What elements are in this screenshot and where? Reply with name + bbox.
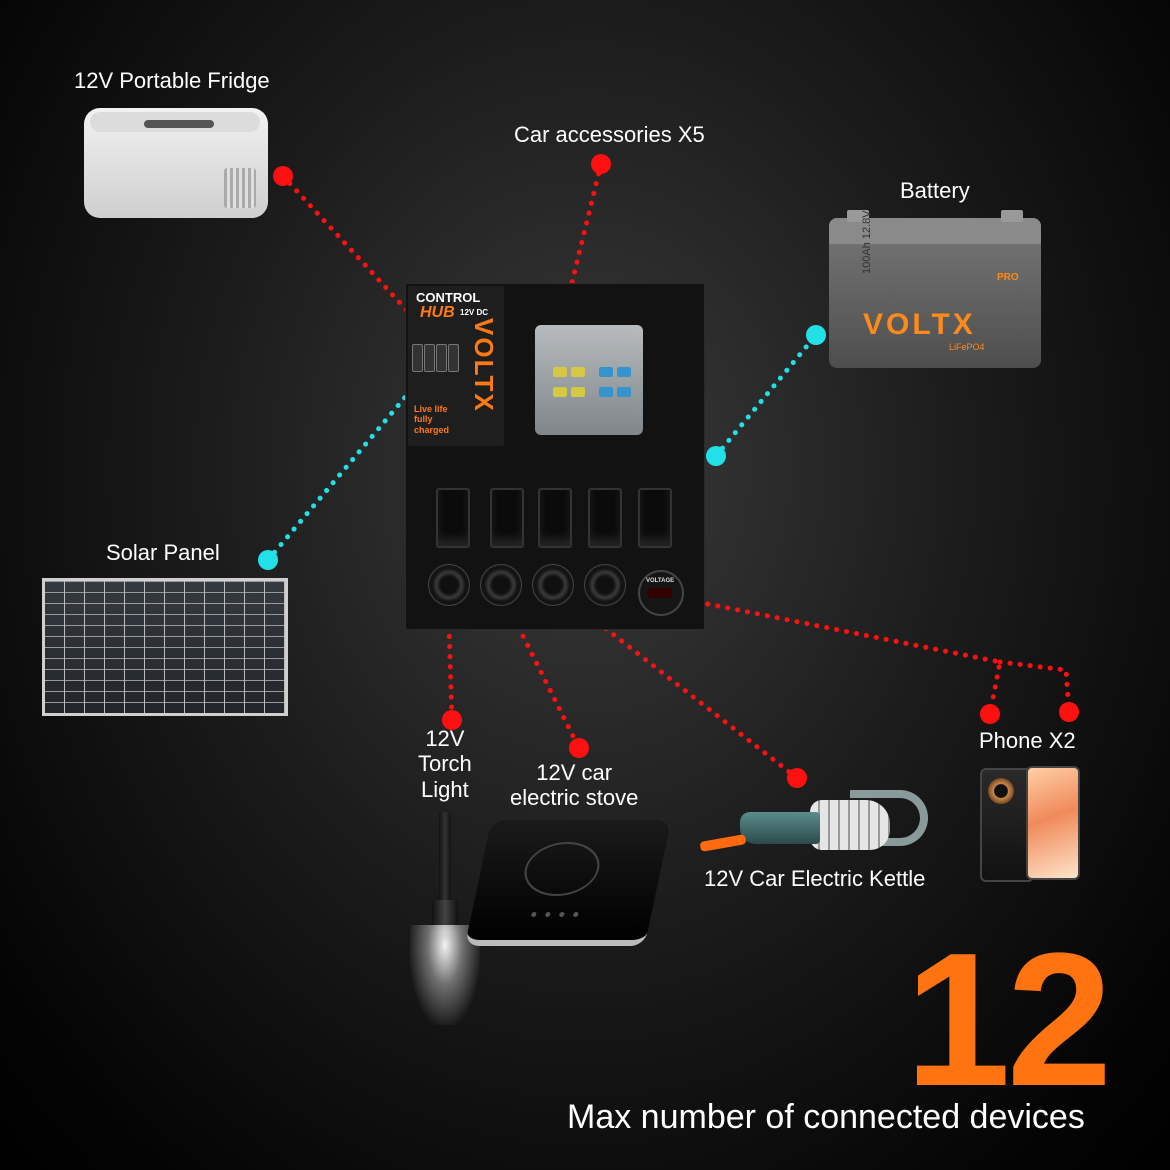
fuse — [553, 367, 567, 377]
fuse — [599, 367, 613, 377]
wire-battery — [713, 332, 819, 459]
stove-control — [558, 912, 565, 917]
torch-body — [439, 812, 451, 902]
kettle-handle — [850, 790, 928, 846]
phones-image — [980, 766, 1080, 882]
fuse — [553, 387, 567, 397]
usb-port — [448, 344, 459, 372]
label-torch-line: Torch — [418, 751, 472, 777]
fuse — [571, 367, 585, 377]
label-torch: 12V Torch Light — [418, 726, 472, 802]
dot-phone — [980, 704, 1000, 724]
electric-stove-image — [464, 820, 672, 946]
cigarette-socket[interactable] — [532, 564, 574, 606]
fuse — [571, 387, 585, 397]
tagline-line: Live life — [414, 404, 448, 414]
cigarette-socket[interactable] — [480, 564, 522, 606]
stove-control — [544, 912, 551, 917]
battery-brand: VOLTX — [863, 308, 976, 341]
fuse — [617, 387, 631, 397]
tagline-line: charged — [414, 424, 450, 435]
dot-battery — [806, 325, 826, 345]
rocker-switch[interactable] — [436, 488, 470, 548]
label-stove: 12V car electric stove — [510, 760, 638, 811]
label-stove-line: electric stove — [510, 785, 639, 811]
rocker-switch[interactable] — [490, 488, 524, 548]
phone-front — [1026, 766, 1080, 880]
rocker-switch[interactable] — [638, 488, 672, 548]
dot-car-accessories — [591, 154, 611, 174]
battery-terminal — [847, 210, 869, 222]
label-torch-line: Light — [421, 776, 469, 802]
stove-control — [572, 912, 579, 917]
hub-subtitle: HUB — [420, 304, 455, 321]
label-fridge: 12V Portable Fridge — [74, 68, 270, 93]
phone-camera — [988, 778, 1014, 804]
label-stove-line: 12V car — [536, 760, 613, 785]
hub-voltage: 12V DC — [460, 308, 489, 317]
wire-car-accessories — [553, 161, 604, 351]
voltmeter-screen — [648, 588, 672, 598]
dot-phone — [1059, 702, 1079, 722]
battery-chemistry: LiFePO4 — [949, 342, 985, 352]
battery-spec: 100Ah 12.8V — [861, 210, 873, 274]
rocker-switch[interactable] — [538, 488, 572, 548]
kettle-nozzle — [699, 834, 747, 852]
battery-top — [829, 218, 1041, 244]
rocker-switch[interactable] — [588, 488, 622, 548]
portable-fridge-image — [84, 108, 268, 218]
usb-port — [424, 344, 435, 372]
usb-port — [436, 344, 447, 372]
label-car-accessories: Car accessories X5 — [514, 122, 705, 147]
battery-terminal — [1001, 210, 1023, 222]
usb-port — [412, 344, 423, 372]
torch-image — [430, 812, 460, 938]
fridge-vent — [224, 168, 256, 208]
dot-kettle — [787, 768, 807, 788]
voltmeter-label: VOLTAGE — [646, 578, 675, 584]
battery-pro-badge: PRO — [997, 272, 1019, 283]
stove-control — [530, 912, 537, 917]
cigarette-socket[interactable] — [584, 564, 626, 606]
car-kettle-image — [699, 790, 928, 865]
wire-solar — [265, 373, 426, 563]
dot-solar — [258, 550, 278, 570]
dot-hub-battery — [706, 446, 726, 466]
hub-title: CONTROL — [416, 290, 481, 305]
solar-panel-image — [42, 578, 288, 716]
fuse — [599, 387, 613, 397]
voltmeter: VOLTAGE — [638, 570, 684, 616]
label-solar: Solar Panel — [106, 540, 220, 565]
battery-image: 100Ah 12.8V PRO VOLTX LiFePO4 — [829, 210, 1041, 368]
wire-fridge — [280, 173, 441, 356]
label-phone: Phone X2 — [979, 728, 1076, 753]
dot-fridge — [273, 166, 293, 186]
kettle-tank — [740, 812, 820, 844]
stove-ring — [519, 842, 605, 896]
device-count-caption: Max number of connected devices — [567, 1098, 1085, 1136]
label-torch-line: 12V — [425, 726, 465, 751]
dot-stove — [569, 738, 589, 758]
dot-torch — [442, 710, 462, 730]
label-kettle: 12V Car Electric Kettle — [704, 866, 926, 891]
device-count: 12 — [905, 914, 1112, 1126]
label-battery: Battery — [900, 178, 970, 203]
fuse — [617, 367, 631, 377]
cigarette-socket[interactable] — [428, 564, 470, 606]
fuse-box — [535, 325, 643, 435]
tagline-line: fully — [414, 414, 433, 425]
fridge-handle — [144, 120, 214, 128]
wire-phone — [685, 597, 1003, 717]
hub-brand: VOLTX — [469, 318, 499, 413]
kettle-body — [810, 800, 890, 850]
wire-phone-b — [997, 659, 1072, 715]
